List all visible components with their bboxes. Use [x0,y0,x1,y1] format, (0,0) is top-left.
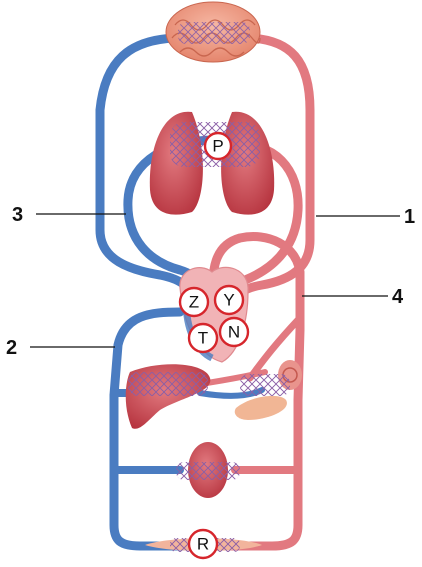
marker-t: T [189,324,217,352]
vein-ascending [114,312,185,546]
marker-z-label: Z [189,293,199,312]
marker-y-label: Y [223,291,234,310]
callout-label-3: 3 [12,204,23,226]
marker-n-label: N [228,323,240,342]
marker-r: R [189,530,217,558]
marker-r-label: R [197,535,209,554]
callout-label-1: 1 [404,206,415,228]
brain [166,2,260,62]
marker-y: Y [215,286,243,314]
lungs [150,112,274,215]
pancreas [235,396,287,420]
marker-p: P [205,133,231,159]
callout-label-4: 4 [392,286,404,308]
marker-p-label: P [212,137,223,156]
liver [126,364,211,429]
intestine [235,360,302,420]
marker-z: Z [180,288,208,316]
kidney [176,442,240,498]
callout-label-2: 2 [6,337,17,359]
marker-t-label: T [198,329,208,348]
marker-n: N [220,318,248,346]
